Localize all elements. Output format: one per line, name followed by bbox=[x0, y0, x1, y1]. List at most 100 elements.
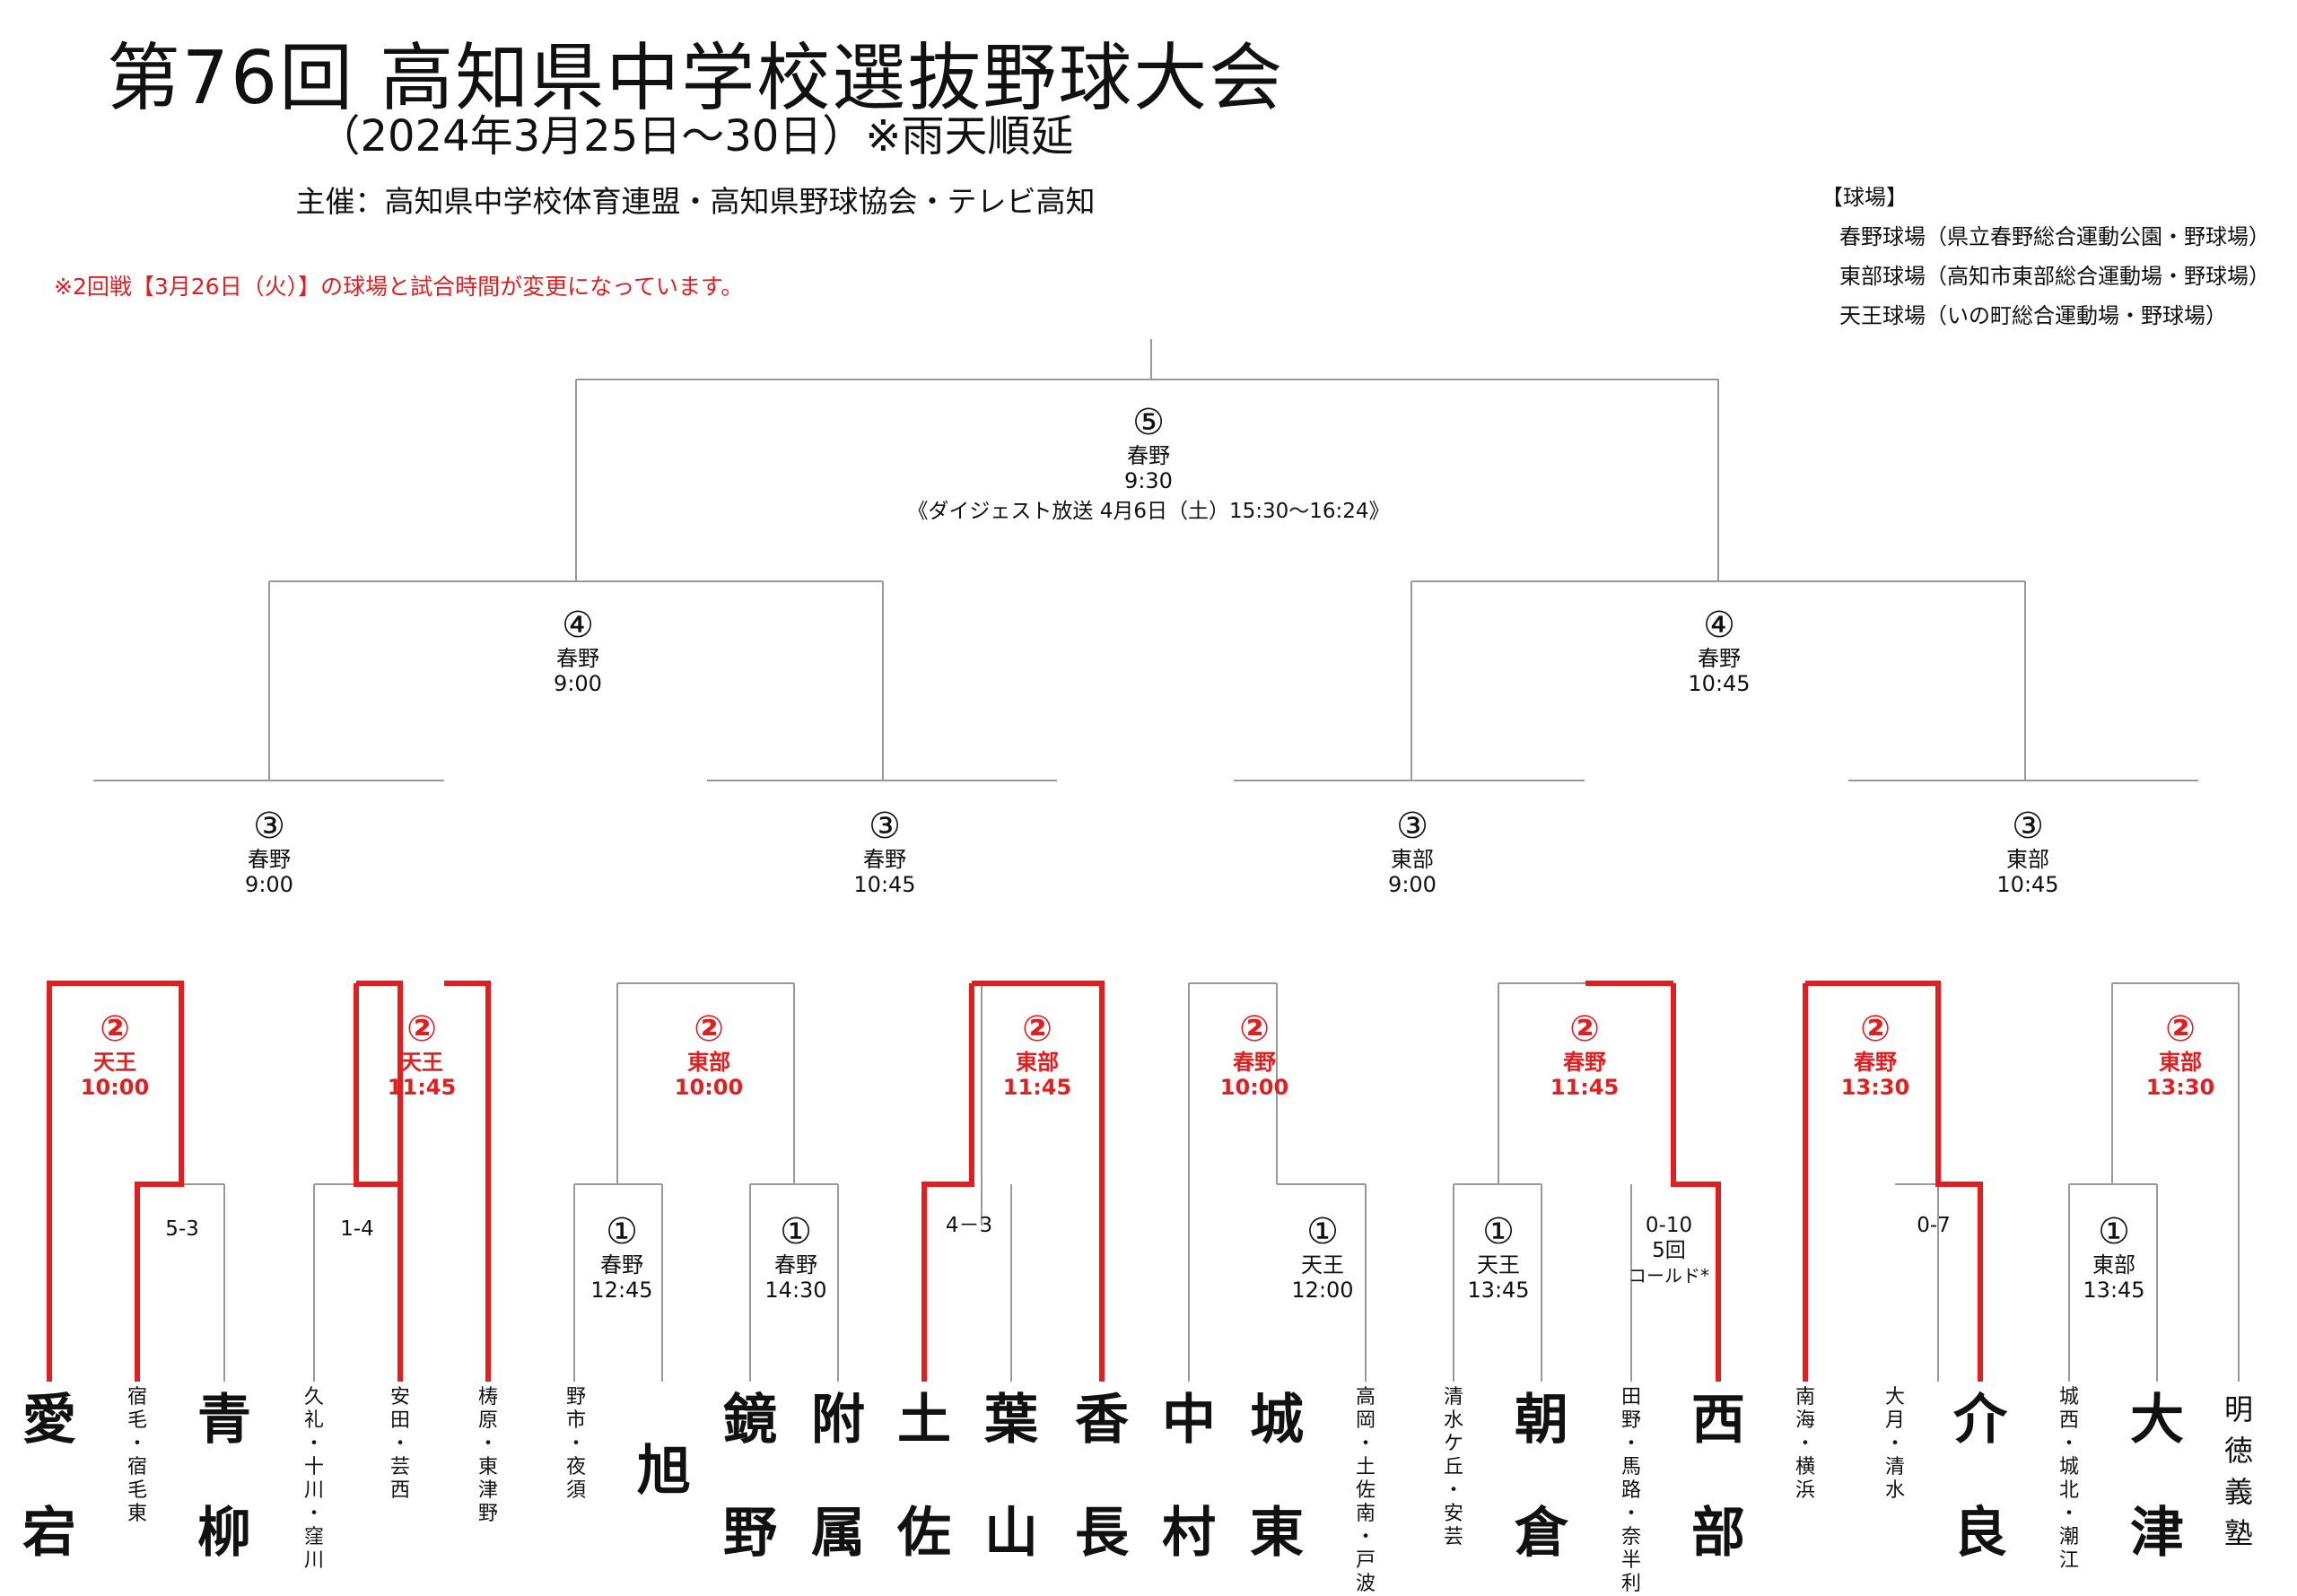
round1-2-venue: 春野 bbox=[774, 1252, 817, 1278]
team-14: 中村 bbox=[1162, 1389, 1216, 1565]
final-match: ⑤ 春野 9:30 bbox=[1059, 402, 1238, 493]
round3-2-venue: 春野 bbox=[863, 847, 906, 872]
final-broadcast: 《ダイジェスト放送 4月6日（土）15:30～16:24》 bbox=[907, 500, 1390, 523]
round2-8-time: 13:30 bbox=[2145, 1075, 2215, 1100]
semifinal-2-time: 10:45 bbox=[1688, 671, 1751, 696]
round2-5-number: ② bbox=[1239, 1008, 1270, 1050]
round2-match-6: ② 春野 11:45 bbox=[1540, 1008, 1629, 1100]
round2-8-number: ② bbox=[2165, 1008, 2196, 1050]
semifinal-2-venue: 春野 bbox=[1698, 646, 1741, 671]
venue-heading: 【球場】 bbox=[1821, 185, 1908, 210]
winner-path-35 bbox=[1671, 983, 1721, 1382]
page-title: 第76回 高知県中学校選抜野球大会 bbox=[106, 36, 1285, 121]
round2-3-venue: 東部 bbox=[687, 1050, 730, 1075]
round1-3-time: 12:00 bbox=[1291, 1278, 1354, 1303]
round1-4-venue: 天王 bbox=[1477, 1252, 1520, 1278]
round1-3-number: ① bbox=[1306, 1211, 1339, 1252]
round1-match-1: ① 春野 12:45 bbox=[577, 1211, 667, 1303]
team-13: 香長 bbox=[1075, 1389, 1129, 1565]
round1-match-5: ① 東部 13:45 bbox=[2069, 1211, 2159, 1303]
round1-match-4: ① 天王 13:45 bbox=[1454, 1211, 1543, 1303]
team-8: 旭 bbox=[637, 1440, 691, 1503]
semifinal-2-number: ④ bbox=[1703, 605, 1735, 646]
organizer-line: 主催：高知県中学校体育連盟・高知県野球協会・テレビ高知 bbox=[295, 184, 1096, 219]
round1-1-venue: 春野 bbox=[600, 1252, 643, 1278]
round1-3-venue: 天王 bbox=[1301, 1252, 1344, 1278]
tournament-dates: （2024年3月25日～30日）※雨天順延 bbox=[317, 111, 1074, 161]
semifinal-1-number: ④ bbox=[562, 605, 594, 646]
round2-3-number: ② bbox=[694, 1008, 724, 1050]
round2-match-4: ② 東部 11:45 bbox=[992, 1008, 1082, 1100]
round1-4-time: 13:45 bbox=[1467, 1278, 1530, 1303]
round2-2-venue: 天王 bbox=[400, 1050, 443, 1075]
final-time: 9:30 bbox=[1124, 468, 1173, 493]
team-23: 介良 bbox=[1953, 1389, 2007, 1565]
round3-1-number: ③ bbox=[253, 806, 285, 847]
round1-2-number: ① bbox=[780, 1211, 812, 1252]
team-10: 附属 bbox=[811, 1389, 865, 1565]
round2-4-venue: 東部 bbox=[1016, 1050, 1059, 1075]
bracket-line-16 bbox=[749, 1183, 839, 1382]
round2-7-venue: 春野 bbox=[1854, 1050, 1897, 1075]
round3-1-venue: 春野 bbox=[248, 847, 291, 872]
winner-path-33 bbox=[972, 981, 1105, 1382]
round3-1-time: 9:00 bbox=[245, 872, 293, 897]
winner-path-26 bbox=[47, 981, 93, 1382]
venue-tenno: 天王球場（いの町総合運動場・野球場） bbox=[1839, 303, 2227, 328]
round3-3-number: ③ bbox=[1396, 806, 1428, 847]
round3-4-time: 10:45 bbox=[1996, 872, 2059, 897]
team-16: 高岡・土佐南・戸波 bbox=[1355, 1386, 1376, 1595]
round3-match-2: ③ 春野 10:45 bbox=[795, 806, 974, 897]
team-21: 南海・横浜 bbox=[1795, 1386, 1815, 1502]
round1-match-2: ① 春野 14:30 bbox=[751, 1211, 841, 1303]
bracket-line-17 bbox=[1277, 1183, 1367, 1382]
round3-3-venue: 東部 bbox=[1391, 847, 1434, 872]
score-seibu-result: 0-10 bbox=[1645, 1214, 1693, 1237]
team-6: 梼原・東津野 bbox=[477, 1386, 498, 1525]
semifinal-1: ④ 春野 9:00 bbox=[488, 605, 668, 696]
winner-path-34 bbox=[921, 983, 974, 1382]
team-19: 田野・馬路・奈半利 bbox=[1620, 1386, 1641, 1595]
team-12: 葉山 bbox=[984, 1389, 1038, 1565]
score-tosa-game: 4－3 bbox=[945, 1214, 993, 1237]
round3-2-time: 10:45 bbox=[853, 872, 916, 897]
round3-4-venue: 東部 bbox=[2006, 847, 2049, 872]
team-1: 愛宕 bbox=[22, 1389, 76, 1565]
round1-1-number: ① bbox=[606, 1211, 638, 1252]
round2-7-number: ② bbox=[1860, 1008, 1891, 1050]
bracket-line-15 bbox=[573, 1183, 663, 1382]
bracket-winner-lines bbox=[47, 981, 1983, 1382]
round2-match-2: ② 天王 11:45 bbox=[377, 1008, 467, 1100]
round2-6-number: ② bbox=[1569, 1008, 1600, 1050]
team-3: 青柳 bbox=[197, 1389, 251, 1565]
bracket-line-20 bbox=[2068, 1183, 2158, 1382]
team-22: 大月・清水 bbox=[1884, 1386, 1905, 1502]
round1-5-time: 13:45 bbox=[2083, 1278, 2145, 1303]
winner-path-38 bbox=[1805, 981, 1983, 1382]
bracket-gray-lines bbox=[93, 339, 2240, 1382]
team-25: 大津 bbox=[2130, 1389, 2184, 1565]
round1-5-venue: 東部 bbox=[2092, 1252, 2135, 1278]
winner-path-27 bbox=[93, 981, 184, 1382]
semifinal-2: ④ 春野 10:45 bbox=[1629, 605, 1809, 696]
round2-4-time: 11:45 bbox=[1002, 1075, 1072, 1100]
bracket-line-3 bbox=[575, 379, 1719, 581]
final-venue: 春野 bbox=[1127, 443, 1170, 468]
team-2: 宿毛・宿毛東 bbox=[127, 1386, 147, 1525]
score-seibu-innings: 5回 bbox=[1652, 1239, 1686, 1262]
score-seibu-called: コールド* bbox=[1629, 1265, 1709, 1286]
round2-5-time: 10:00 bbox=[1219, 1075, 1289, 1100]
team-26: 明徳義塾 bbox=[2223, 1392, 2253, 1550]
bracket-line-21 bbox=[179, 1183, 225, 1382]
team-20: 西部 bbox=[1691, 1389, 1745, 1565]
round2-8-venue: 東部 bbox=[2159, 1050, 2202, 1075]
round2-1-number: ② bbox=[100, 1008, 130, 1050]
team-4: 久礼・十川・窪川 bbox=[303, 1386, 324, 1572]
score-aoyagi-game: 5-3 bbox=[165, 1217, 199, 1241]
venue-list: 【球場】 春野球場（県立春野総合運動公園・野球場） 東部球場（高知市東部総合運動… bbox=[1821, 178, 2270, 336]
round1-1-time: 12:45 bbox=[590, 1278, 653, 1303]
round2-6-time: 11:45 bbox=[1550, 1075, 1620, 1100]
winner-path-30 bbox=[354, 983, 400, 1187]
round2-3-time: 10:00 bbox=[674, 1075, 744, 1100]
round3-2-number: ③ bbox=[869, 806, 901, 847]
